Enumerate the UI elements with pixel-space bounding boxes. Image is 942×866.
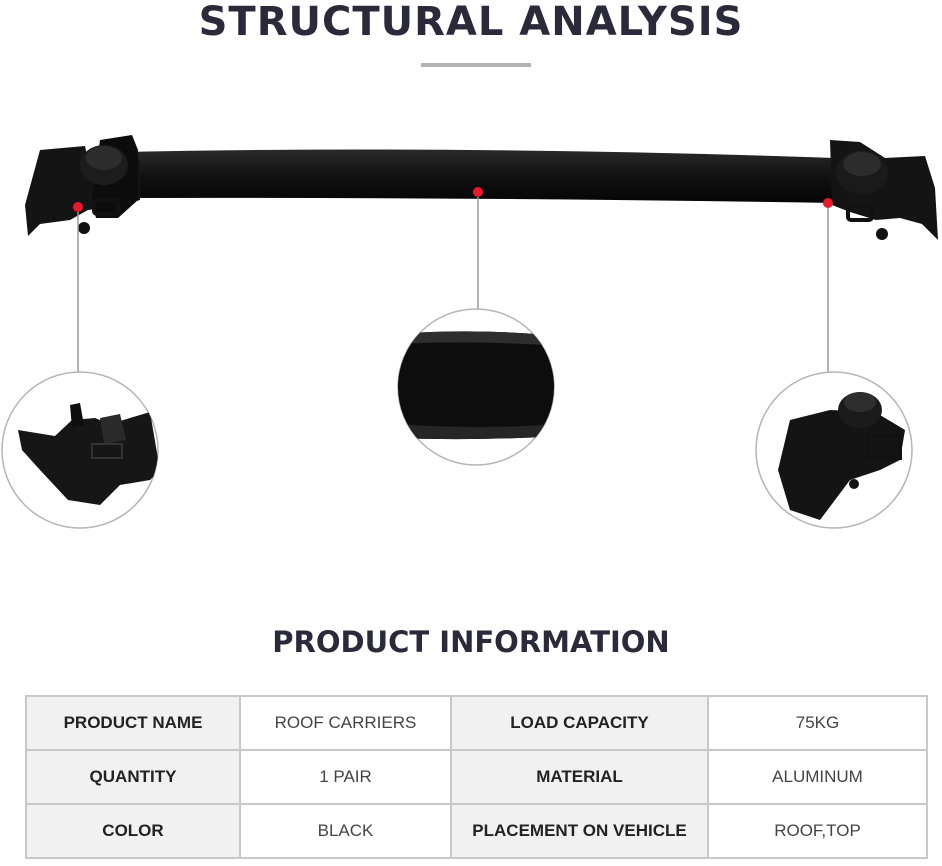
- product-name-label: PRODUCT NAME: [25, 695, 241, 751]
- marker-dot-center: [473, 187, 483, 197]
- marker-dot-left: [73, 202, 83, 212]
- quantity-label: QUANTITY: [25, 749, 241, 805]
- table-row: QUANTITY 1 PAIR MATERIAL ALUMINUM: [25, 749, 928, 805]
- placement-label: PLACEMENT ON VEHICLE: [450, 803, 709, 859]
- detail-circle-right: [755, 371, 913, 529]
- title-divider: [421, 63, 531, 67]
- product-illustration: [1, 135, 938, 529]
- quantity-value: 1 PAIR: [239, 749, 452, 805]
- color-value: BLACK: [239, 803, 452, 859]
- color-label: COLOR: [25, 803, 241, 859]
- detail-circle-center: [397, 308, 555, 466]
- load-capacity-label: LOAD CAPACITY: [450, 695, 709, 751]
- placement-value: ROOF,TOP: [707, 803, 928, 859]
- detail-circle-left: [1, 371, 159, 529]
- product-info-table: PRODUCT NAME ROOF CARRIERS LOAD CAPACITY…: [25, 695, 928, 859]
- material-value: ALUMINUM: [707, 749, 928, 805]
- material-label: MATERIAL: [450, 749, 709, 805]
- product-name-value: ROOF CARRIERS: [239, 695, 452, 751]
- marker-dot-right: [823, 198, 833, 208]
- load-capacity-value: 75KG: [707, 695, 928, 751]
- page-title: STRUCTURAL ANALYSIS: [198, 0, 744, 45]
- table-row: COLOR BLACK PLACEMENT ON VEHICLE ROOF,TO…: [25, 803, 928, 859]
- table-row: PRODUCT NAME ROOF CARRIERS LOAD CAPACITY…: [25, 695, 928, 751]
- section-title: PRODUCT INFORMATION: [272, 625, 670, 659]
- crossbar: [25, 135, 938, 240]
